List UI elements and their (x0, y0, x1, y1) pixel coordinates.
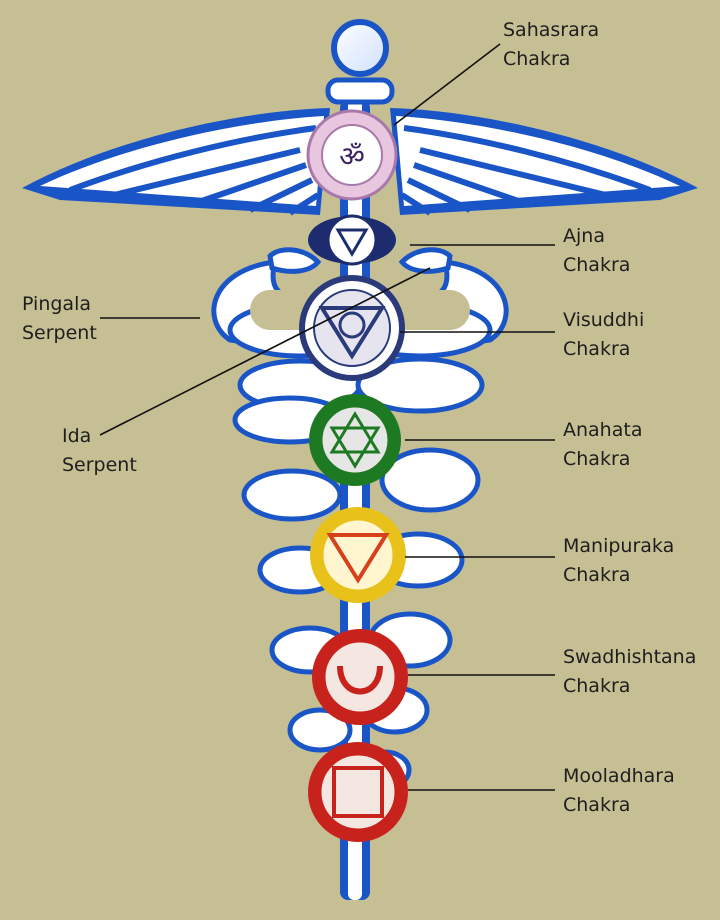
square-icon (332, 766, 384, 818)
chakra-manipuraka (310, 507, 406, 603)
label-mooladhara-chakra: Mooladhara Chakra (563, 765, 675, 816)
hexagram-icon (329, 411, 381, 454)
downward-triangle-icon (335, 228, 369, 257)
leader-lines (99, 43, 555, 791)
label-pingala-serpent: Pingala Serpent (22, 293, 97, 344)
chakra-visuddhi (299, 275, 405, 381)
label-ida-serpent: Ida Serpent (62, 425, 137, 476)
label-manipuraka-chakra: Manipuraka Chakra (563, 535, 675, 586)
label-ajna-chakra: Ajna Chakra (563, 225, 631, 276)
serpent-heads (267, 247, 453, 274)
label-anahata-chakra: Anahata Chakra (563, 419, 643, 470)
chakra-anahata (309, 394, 401, 486)
chakra-ajna (308, 214, 396, 266)
chakra-sahasrara: ॐ (306, 109, 398, 201)
chakra-swadhishtana (312, 629, 408, 725)
crescent-icon (337, 665, 383, 695)
label-visuddhi-chakra: Visuddhi Chakra (563, 309, 645, 360)
om-symbol-icon: ॐ (339, 140, 365, 173)
label-swadhishtana-chakra: Swadhishtana Chakra (563, 646, 697, 697)
right-wing (390, 108, 698, 216)
label-sahasrara-chakra: Sahasrara Chakra (503, 19, 600, 70)
chakra-mooladhara (308, 742, 408, 842)
staff-top-orb (325, 19, 395, 105)
downward-triangle-icon (326, 533, 390, 584)
left-wing (22, 108, 330, 216)
